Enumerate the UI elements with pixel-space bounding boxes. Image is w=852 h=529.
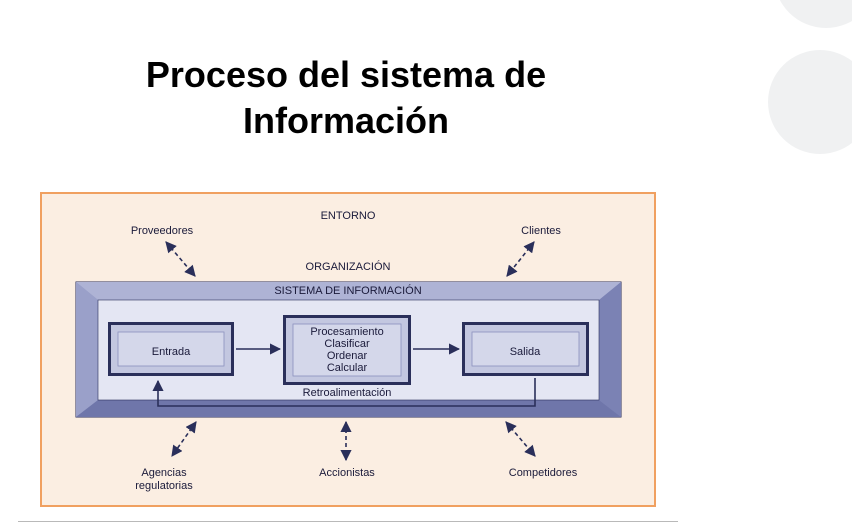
- processing-step-order: Ordenar: [327, 350, 368, 362]
- input-box: [108, 322, 234, 376]
- actor-suppliers: Proveedores: [131, 225, 194, 237]
- input-label: Entrada: [152, 346, 191, 358]
- feedback-loop-arrow: [152, 378, 536, 407]
- output-label: Salida: [510, 346, 541, 358]
- output-box: [462, 322, 589, 376]
- slide-title-line-2: Información: [242, 100, 449, 141]
- feedback-label: Retroalimentación: [303, 387, 392, 399]
- decorative-circle-middle: [768, 50, 852, 154]
- processing-box: [283, 315, 411, 385]
- actor-clients: Clientes: [521, 225, 561, 237]
- information-system-label: SISTEMA DE INFORMACIÓN: [274, 284, 421, 297]
- processing-step-sort: Clasificar: [324, 338, 370, 350]
- actor-shareholders: Accionistas: [319, 467, 375, 479]
- processing-label: Procesamiento: [310, 326, 383, 338]
- actor-regulatory-agencies-line-2: regulatorias: [135, 480, 193, 492]
- arrow-clients: [506, 241, 535, 277]
- arrow-competitors: [505, 421, 536, 457]
- actor-regulatory-agencies-line-1: Agencias: [141, 467, 187, 479]
- bottom-divider: [18, 521, 678, 522]
- organization-label: ORGANIZACIÓN: [306, 260, 391, 273]
- arrow-suppliers: [165, 241, 196, 277]
- processing-step-calculate: Calcular: [327, 362, 368, 374]
- environment-label: ENTORNO: [321, 210, 376, 222]
- actor-competitors: Competidores: [509, 467, 578, 479]
- slide-title: Proceso del sistema de Información: [40, 52, 652, 144]
- slide-title-line-1: Proceso del sistema de: [145, 54, 547, 95]
